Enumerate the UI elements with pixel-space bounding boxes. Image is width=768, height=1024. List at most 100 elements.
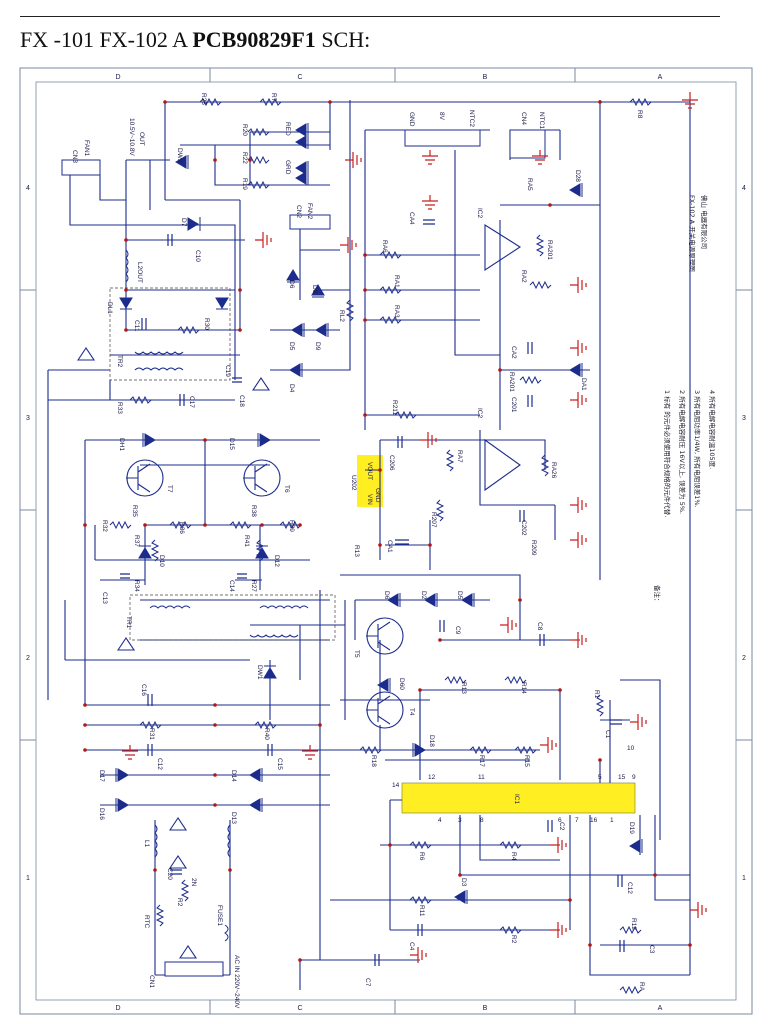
label-d5-b: D5 <box>456 591 463 600</box>
title-part-2: PCB90829F1 <box>192 27 316 52</box>
label-c12-b: C12 <box>626 882 633 894</box>
label-ntc1: NTC1 <box>538 112 545 129</box>
label-d4: D4 <box>288 384 295 393</box>
connector-boxes <box>61 129 546 977</box>
label-fuse1: FUSE1 <box>216 905 223 926</box>
grid-row-3-left: 3 <box>26 415 30 422</box>
sheet-frame <box>19 67 753 1015</box>
label-c16: C16 <box>140 684 147 696</box>
note-4: 4 所有电解电容耐温105度. <box>708 390 717 469</box>
label-r37: R37 <box>133 535 140 547</box>
ic1-pin-8: 8 <box>480 817 484 824</box>
label-c201: C201 <box>510 397 517 413</box>
label-dw2: DW2 <box>176 148 183 163</box>
ic1-pin-9: 9 <box>632 774 636 781</box>
ic1-body <box>401 782 636 814</box>
label-cn4: CN4 <box>520 112 527 125</box>
label-r4: R4 <box>510 852 517 861</box>
label-d9: D9 <box>314 342 321 351</box>
label-out: OUT <box>138 132 145 146</box>
label-r31: R31 <box>148 728 155 740</box>
regulator-u202-highlight <box>357 455 383 507</box>
label-u202-gnd: GND <box>374 488 381 503</box>
notes-heading: 备注： <box>653 585 662 605</box>
title-rule <box>20 16 720 17</box>
label-d6: D6 <box>288 280 295 289</box>
label-d7: D7 <box>180 218 187 227</box>
label-ra1: RA1 <box>393 275 400 288</box>
ic1-pin-16: 16 <box>590 817 598 824</box>
ic1-pin-7: 7 <box>575 817 579 824</box>
grid-col-c-bottom: C <box>297 1005 302 1012</box>
label-r13: R13 <box>353 545 360 557</box>
ic1-pin-14: 14 <box>392 782 400 789</box>
label-gnd: GND <box>408 112 415 127</box>
label-c10: C10 <box>194 250 201 262</box>
grid-col-a-top: A <box>658 74 663 81</box>
label-red: RED <box>284 122 291 136</box>
label-d19: D19 <box>628 822 635 834</box>
label-d10: D10 <box>158 555 165 567</box>
label-ca4: CA4 <box>408 212 415 225</box>
label-r22: R22 <box>241 152 248 164</box>
grid-labels: D C B A D C B A 4 3 2 1 4 3 2 1 <box>26 74 746 1012</box>
title-block-line-2: 佛山 电器有限公司 <box>700 195 709 249</box>
label-ra3: RA3 <box>393 305 400 318</box>
label-ca2: CA2 <box>510 346 517 359</box>
label-rtc: RTC <box>143 915 150 929</box>
label-r207: R207 <box>430 512 437 528</box>
label-r38: R38 <box>250 505 257 517</box>
label-c202: C202 <box>520 520 527 536</box>
label-c19: C19 <box>224 365 231 377</box>
label-r32: R32 <box>101 520 108 532</box>
label-d17: D17 <box>98 770 105 782</box>
label-r1: R1 <box>593 690 600 699</box>
ground-symbols <box>122 92 707 963</box>
ic1-pin-4: 4 <box>438 817 442 824</box>
label-fan1: FAN1 <box>83 140 90 157</box>
label-r41: R41 <box>243 535 250 547</box>
label-t5: T5 <box>353 650 360 658</box>
label-ra5: RA5 <box>526 178 533 191</box>
label-cn3: CN3 <box>71 150 78 163</box>
grid-col-b-bottom: B <box>483 1005 488 1012</box>
title-block: FX-102 A 开关电源原理图 佛山 电器有限公司 <box>688 195 709 272</box>
label-r30: R30 <box>203 318 210 330</box>
grid-row-4-left: 4 <box>26 185 30 192</box>
label-c18: C18 <box>238 395 245 407</box>
label-r39: R39 <box>288 520 295 532</box>
label-r19: R19 <box>241 178 248 190</box>
label-r18: R18 <box>370 755 377 767</box>
ic1-pin-12: 12 <box>428 774 436 781</box>
label-d12: D12 <box>273 555 280 567</box>
label-r12: R12 <box>630 918 637 930</box>
label-tr2: TR2 <box>116 355 123 368</box>
label-r40: R40 <box>263 728 270 740</box>
grid-row-1-left: 1 <box>26 875 30 882</box>
label-vout: VOUT <box>366 462 373 480</box>
label-8v: 8V <box>438 112 445 121</box>
opamps <box>76 224 522 959</box>
note-1: 1 标有 的元件必须使用符合规格的元件代替. <box>663 390 672 517</box>
label-r27: R27 <box>250 580 257 592</box>
label-ra201-b: RA201 <box>508 372 515 392</box>
label-c13: C13 <box>101 592 108 604</box>
label-d14: D14 <box>230 770 237 782</box>
grid-row-3-right: 3 <box>742 415 746 422</box>
ic1-pin-11: 11 <box>478 774 485 781</box>
dashed-regions <box>109 287 336 641</box>
label-d6-b: D6 <box>383 591 390 600</box>
label-r35: R35 <box>131 505 138 517</box>
ic1-pin-10: 10 <box>627 745 635 752</box>
label-d2: D2 <box>420 591 427 600</box>
label-dw1: DW1 <box>256 665 263 680</box>
label-d16: D16 <box>98 808 105 820</box>
label-t4: T4 <box>408 708 415 716</box>
label-d8: D8 <box>311 285 318 294</box>
label-r36: R36 <box>178 522 185 534</box>
ic1-pin-15: 15 <box>618 774 626 781</box>
label-u202: U202 <box>350 475 357 491</box>
label-cn2: CN2 <box>295 205 302 218</box>
label-da1: DA1 <box>580 378 587 391</box>
